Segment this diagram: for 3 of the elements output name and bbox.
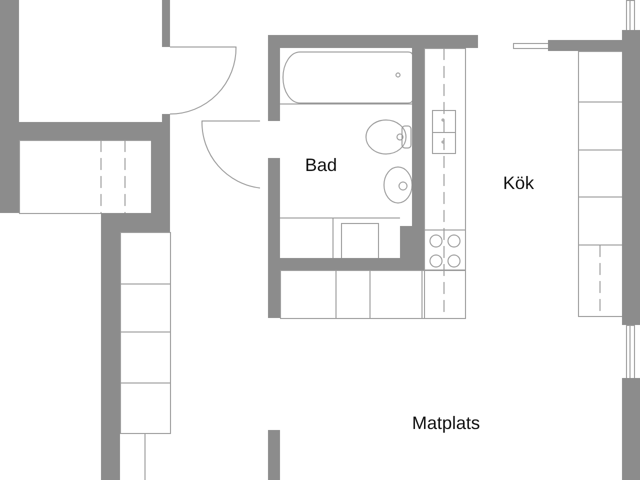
room-label: Bad [305, 156, 338, 174]
room-label: Matplats [412, 414, 480, 432]
room-label: Kök [503, 174, 534, 192]
